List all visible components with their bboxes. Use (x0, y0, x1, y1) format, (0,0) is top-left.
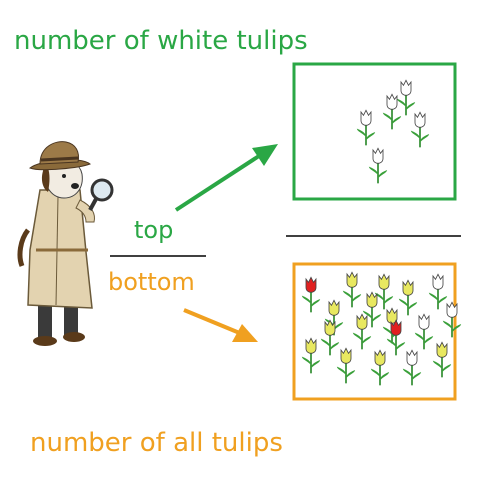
all-tulips-box (292, 262, 457, 401)
orange-arrow-icon (183, 308, 258, 342)
top-word: top (134, 216, 174, 244)
detective-icon (17, 141, 95, 346)
top-caption: number of white tulips (14, 26, 308, 56)
green-arrow-icon (174, 144, 278, 212)
bottom-word: bottom (108, 268, 195, 296)
magnifying-glass-icon (88, 178, 114, 211)
white-tulips-box (292, 62, 457, 201)
bottom-caption: number of all tulips (30, 428, 283, 458)
